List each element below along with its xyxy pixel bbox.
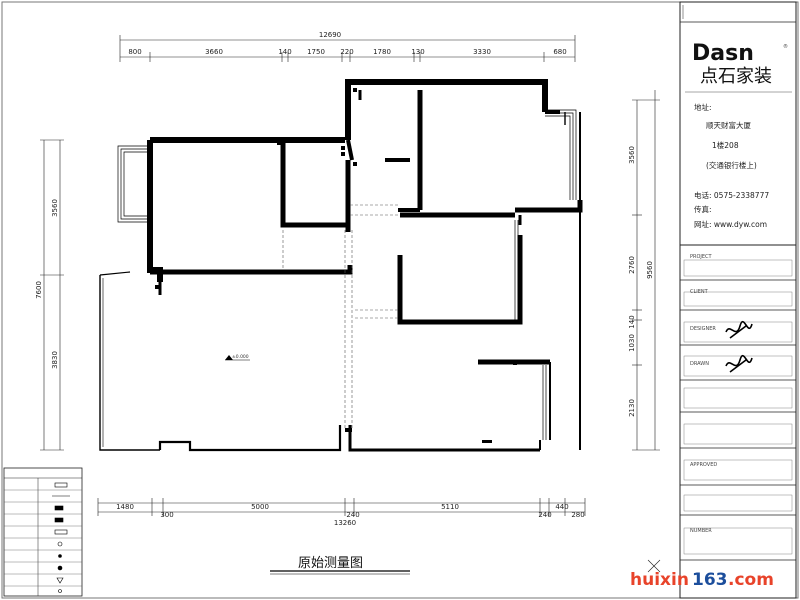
field-sub: NUMBER (690, 528, 712, 534)
watermark: huixin 163 .com (630, 570, 774, 590)
dim-bottom-seg: 5110 (441, 503, 459, 511)
dim-bottom-seg: 5000 (251, 503, 269, 511)
title-block-frame (679, 1, 797, 599)
walls (99, 79, 583, 452)
dim-bottom-seg: 240 (538, 511, 551, 519)
dim-top-seg: 3660 (205, 48, 223, 56)
address-line: (交通银行楼上) (706, 160, 757, 170)
drawing-title-group: 原始测量图 (270, 556, 410, 575)
address-line: 地址: (694, 102, 712, 112)
dim-right-seg: 2760 (628, 256, 636, 274)
dim-top-seg: 140 (278, 48, 291, 56)
dim-top-seg: 130 (411, 48, 424, 56)
dim-left-seg: 3560 (51, 199, 59, 217)
bottom-dimensions (97, 498, 586, 516)
field-sub: CLIENT (690, 289, 709, 295)
dim-left-total: 7600 (35, 281, 43, 299)
watermark-part1: huixin (630, 570, 689, 590)
field-sub: PROJECT (690, 254, 713, 260)
dim-bottom-seg: 1480 (116, 503, 134, 511)
brand-logo: Dasn (692, 41, 754, 66)
dim-top-seg: 680 (553, 48, 566, 56)
dim-bottom-seg: 240 (346, 511, 359, 519)
openings (282, 204, 400, 430)
dim-top-seg: 1780 (373, 48, 391, 56)
dim-right-seg: 2130 (628, 399, 636, 417)
elevation-marker: ±0.000 (225, 354, 250, 361)
field-sub: DESIGNER (690, 326, 716, 332)
dim-left-seg: 3830 (51, 351, 59, 369)
left-dimensions (40, 139, 64, 451)
windows (117, 81, 577, 440)
designer-signature (725, 320, 753, 339)
dim-right-seg: 1030 (628, 334, 636, 352)
dim-top-seg: 800 (128, 48, 141, 56)
top-dimensions (119, 35, 576, 62)
dim-right-seg: 140 (628, 315, 636, 328)
dim-bottom-segments: 1480 300 5000 240 5110 240 440 280 (116, 503, 585, 519)
elevation-label: ±0.000 (232, 354, 249, 360)
north-marker (647, 559, 661, 573)
fax: 传真: (694, 204, 712, 214)
dim-right-seg: 3560 (628, 146, 636, 164)
phone: 电话: 0575-2338777 (694, 190, 769, 200)
watermark-part2: 163 (692, 570, 728, 590)
legend-table (3, 467, 83, 597)
address-line: 1楼208 (712, 140, 739, 150)
website: 网址: www.dyw.com (694, 219, 767, 229)
address-line: 顺天财富大厦 (706, 120, 751, 130)
dim-top-total: 12690 (319, 31, 341, 39)
dim-bottom-seg: 280 (571, 511, 584, 519)
right-dimensions (632, 90, 660, 451)
dim-bottom-seg: 300 (160, 511, 173, 519)
dim-bottom-seg: 440 (555, 503, 568, 511)
fixtures (155, 88, 517, 443)
drawing-title: 原始测量图 (298, 556, 363, 571)
dim-top-seg: 220 (340, 48, 353, 56)
brand-name-cn: 点石家装 (700, 66, 772, 87)
dim-top-seg: 1750 (307, 48, 325, 56)
dim-bottom-total: 13260 (334, 519, 356, 527)
brand-reg: ® (783, 43, 788, 50)
title-block: Dasn ® 点石家装 地址: 顺天财富大厦 1楼208 (交通银行楼上) 电话… (680, 5, 796, 561)
field-sub: DRAWN (690, 361, 709, 367)
field-sub: APPROVED (690, 462, 717, 468)
watermark-part3: .com (728, 570, 774, 590)
drawn-signature (725, 354, 753, 373)
dim-top-segments: 800 3660 140 1750 220 1780 130 3330 680 (128, 48, 566, 56)
legend-symbols (52, 482, 70, 593)
dim-right-total: 9560 (646, 261, 654, 279)
dim-top-seg: 3330 (473, 48, 491, 56)
